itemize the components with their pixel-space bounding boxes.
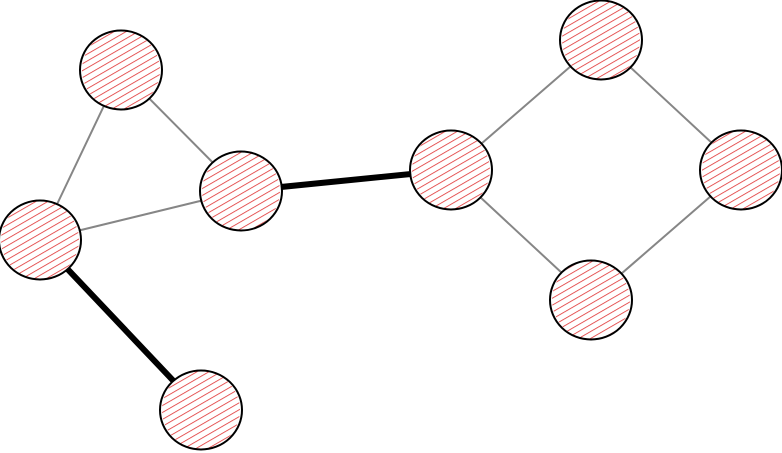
node-hatch-fill xyxy=(202,152,280,230)
node-hatch-fill xyxy=(162,371,240,449)
node-n2[interactable] xyxy=(199,150,283,232)
node-outline xyxy=(559,0,643,81)
node-outline xyxy=(79,29,163,111)
node-hatch-fill xyxy=(1,201,79,279)
node-n8[interactable] xyxy=(549,259,633,341)
node-outline xyxy=(159,369,243,451)
node-hatch-fill xyxy=(702,131,780,209)
node-outline xyxy=(199,150,283,232)
node-n6[interactable] xyxy=(559,0,643,81)
node-outline xyxy=(409,129,493,211)
node-hatch-fill xyxy=(82,31,160,109)
node-n1[interactable] xyxy=(79,29,163,111)
node-n5[interactable] xyxy=(409,129,493,211)
node-hatch-fill xyxy=(562,1,640,79)
node-n3[interactable] xyxy=(0,199,82,281)
node-n4[interactable] xyxy=(159,369,243,451)
node-outline xyxy=(0,199,82,281)
node-hatch-fill xyxy=(552,261,630,339)
node-outline xyxy=(699,129,782,211)
node-hatch-fill xyxy=(412,131,490,209)
node-n7[interactable] xyxy=(699,129,782,211)
node-outline xyxy=(549,259,633,341)
